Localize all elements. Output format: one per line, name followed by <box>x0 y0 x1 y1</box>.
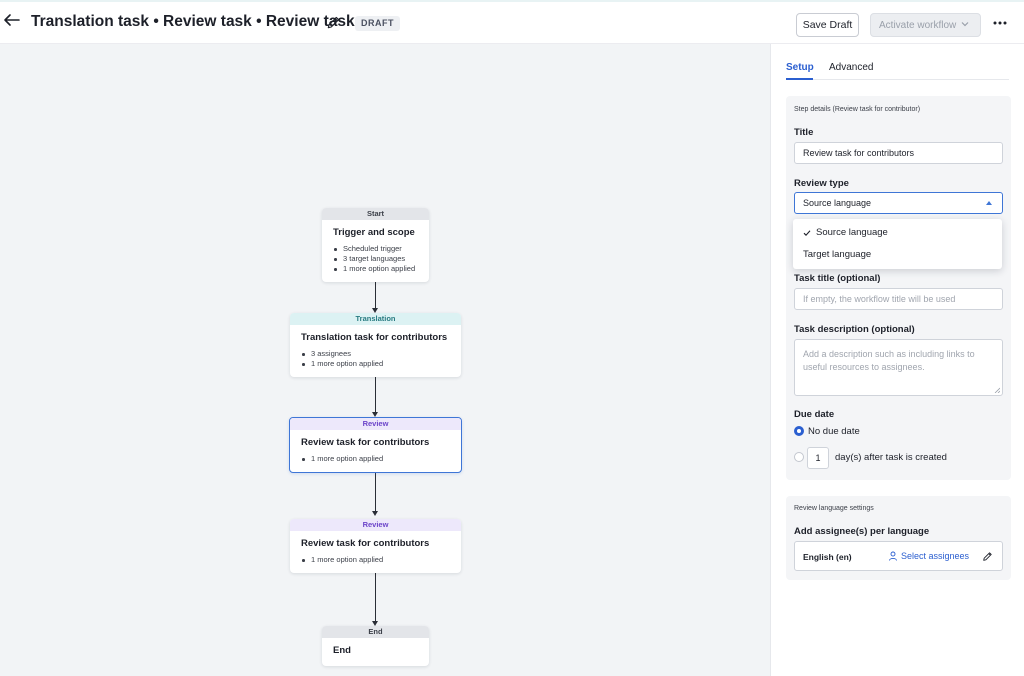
node-detail: Scheduled trigger <box>333 244 429 254</box>
page-title: Translation task • Review task • Review … <box>31 13 355 30</box>
node-details: Scheduled trigger 3 target languages 1 m… <box>322 238 429 274</box>
dropdown-option-label: Target language <box>803 249 872 260</box>
review-type-select[interactable]: Source language <box>794 192 1003 214</box>
workflow-node-review-selected[interactable]: Review Review task for contributors 1 mo… <box>289 417 462 473</box>
workflow-node-start[interactable]: Start Trigger and scope Scheduled trigge… <box>322 208 429 282</box>
radio-days-after-label: day(s) after task is created <box>835 452 947 463</box>
step-settings-panel: Setup Advanced Step details (Review task… <box>770 44 1024 676</box>
node-type-label: Review <box>290 418 461 430</box>
title-label: Title <box>794 127 814 138</box>
review-type-label: Review type <box>794 178 849 189</box>
connector-arrow <box>372 412 378 417</box>
node-detail: 3 target languages <box>333 254 429 264</box>
radio-days-after[interactable] <box>794 452 804 462</box>
workflow-canvas[interactable]: Start Trigger and scope Scheduled trigge… <box>0 44 770 676</box>
task-title-label: Task title (optional) <box>794 273 881 284</box>
workflow-node-review[interactable]: Review Review task for contributors 1 mo… <box>290 519 461 573</box>
arrow-left-icon[interactable] <box>2 10 22 30</box>
check-icon <box>803 230 811 236</box>
dropdown-option-source-language[interactable]: Source language <box>793 222 1002 244</box>
select-assignees-label: Select assignees <box>901 551 970 561</box>
user-icon <box>889 551 897 561</box>
pencil-icon[interactable] <box>326 15 341 30</box>
task-description-placeholder: Add a description such as including link… <box>803 349 975 372</box>
due-date-label: Due date <box>794 409 835 420</box>
select-assignees-link[interactable]: Select assignees <box>888 551 969 561</box>
tab-setup[interactable]: Setup <box>786 62 814 73</box>
assignees-per-language-label: Add assignee(s) per language <box>794 526 930 537</box>
node-detail: 1 more option applied <box>301 555 461 565</box>
language-name: English (en) <box>803 552 852 562</box>
connector-arrow <box>372 308 378 313</box>
node-type-label: Start <box>322 208 429 220</box>
section-caption: Step details (Review task for contributo… <box>794 106 921 113</box>
review-type-dropdown-menu: Source language Target language <box>793 219 1002 269</box>
activate-workflow-label: Activate workflow <box>879 19 957 31</box>
node-detail: 1 more option applied <box>301 359 461 369</box>
top-header: Translation task • Review task • Review … <box>0 0 1024 44</box>
section-caption: Review language settings <box>794 505 874 512</box>
task-description-label: Task description (optional) <box>794 324 915 335</box>
panel-tabs: Setup Advanced <box>786 60 1009 80</box>
more-horizontal-icon[interactable] <box>992 18 1008 28</box>
node-details: 3 assignees 1 more option applied <box>290 343 461 369</box>
save-draft-button[interactable]: Save Draft <box>796 13 859 37</box>
review-type-value: Source language <box>803 198 872 208</box>
node-title: End <box>333 645 351 656</box>
connector <box>375 282 376 310</box>
connector-arrow <box>372 621 378 626</box>
dropdown-option-label: Source language <box>816 227 888 238</box>
active-tab-indicator <box>786 78 813 80</box>
task-description-textarea[interactable]: Add a description such as including link… <box>794 339 1003 396</box>
connector <box>375 377 376 414</box>
node-detail: 3 assignees <box>301 349 461 359</box>
language-row: English (en) Select assignees <box>794 541 1003 571</box>
connector-arrow <box>372 511 378 516</box>
activate-workflow-button[interactable]: Activate workflow <box>870 13 981 37</box>
review-language-section: Review language settings Add assignee(s)… <box>786 496 1011 580</box>
node-type-label: Review <box>290 519 461 531</box>
pencil-icon[interactable] <box>982 551 993 562</box>
workflow-node-translation[interactable]: Translation Translation task for contrib… <box>290 313 461 377</box>
radio-no-due-date[interactable] <box>794 426 804 436</box>
node-title: Trigger and scope <box>333 227 415 238</box>
node-details: 1 more option applied <box>290 448 461 464</box>
tab-advanced[interactable]: Advanced <box>829 62 874 73</box>
dropdown-option-target-language[interactable]: Target language <box>793 244 1002 266</box>
node-type-label: Translation <box>290 313 461 325</box>
due-days-input[interactable]: 1 <box>807 447 829 469</box>
node-detail: 1 more option applied <box>301 454 461 464</box>
connector <box>375 473 376 513</box>
node-detail: 1 more option applied <box>333 264 429 274</box>
node-title: Review task for contributors <box>301 538 430 549</box>
workflow-node-end[interactable]: End End <box>322 626 429 666</box>
chevron-up-icon <box>986 201 992 205</box>
task-title-input[interactable]: If empty, the workflow title will be use… <box>794 288 1003 310</box>
connector <box>375 573 376 623</box>
node-type-label: End <box>322 626 429 638</box>
node-title: Translation task for contributors <box>301 332 448 343</box>
chevron-down-icon <box>961 22 969 27</box>
radio-no-due-date-label: No due date <box>808 426 860 437</box>
title-input[interactable]: Review task for contributors <box>794 142 1003 164</box>
status-badge: DRAFT <box>355 16 400 31</box>
node-details: 1 more option applied <box>290 549 461 565</box>
step-details-section: Step details (Review task for contributo… <box>786 96 1011 480</box>
node-title: Review task for contributors <box>301 437 430 448</box>
resize-handle-icon[interactable] <box>994 387 1000 393</box>
